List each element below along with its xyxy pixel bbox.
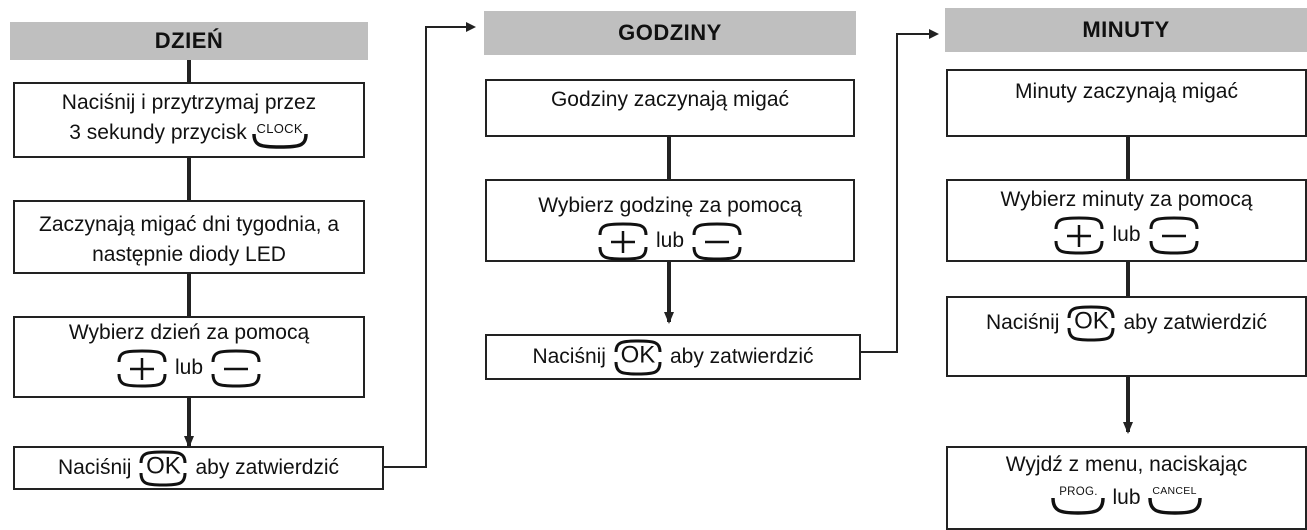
or-text: lub <box>174 356 204 380</box>
header-godziny: GODZINY <box>484 11 856 55</box>
connector-to-minuty <box>861 29 939 353</box>
prog-button-icon: PROG. <box>1050 480 1106 516</box>
confirm-row: Naciśnij OK aby zatwierdzić <box>948 304 1305 342</box>
confirm-row: Naciśnij OK aby zatwierdzić <box>15 448 382 488</box>
plus-button-icon <box>115 348 169 388</box>
step-box: Godziny zaczynają migać <box>485 79 855 137</box>
step-text: Wybierz dzień za pomocą <box>68 321 310 344</box>
step-text: Minuty zaczynają migać <box>1015 80 1238 103</box>
ok-button-icon: OK <box>1065 304 1117 342</box>
step-box: Wybierz minuty za pomocą lub <box>946 179 1307 262</box>
step-text: Naciśnij i przytrzymaj przez <box>61 91 317 114</box>
minus-button-icon <box>690 221 744 261</box>
ok-button-icon: OK <box>612 338 664 376</box>
step-box: Wyjdź z menu, naciskając PROG. lub CANCE… <box>946 446 1307 530</box>
step-text: Wyjdź z menu, naciskając <box>1005 453 1248 476</box>
step-text: aby zatwierdzić <box>1123 310 1268 334</box>
clock-button-label: CLOCK <box>256 120 303 136</box>
plus-or-minus-row: lub <box>948 215 1305 255</box>
clock-button-icon: CLOCK <box>251 119 309 149</box>
plus-button-icon <box>596 221 650 261</box>
step-text: Zaczynają migać dni tygodnia, a <box>39 213 339 236</box>
step-box: Wybierz dzień za pomocą lub <box>13 316 365 398</box>
plus-button-icon <box>1052 215 1106 255</box>
header-dzien: DZIEŃ <box>10 22 368 60</box>
ok-button-label: OK <box>146 452 181 480</box>
step-text: Wybierz minuty za pomocą <box>1000 188 1253 211</box>
step-text: 3 sekundy przycisk <box>69 121 247 145</box>
step-box: Naciśnij OK aby zatwierdzić <box>485 334 861 380</box>
step-box: Wybierz godzinę za pomocą lub <box>485 179 855 262</box>
step-box: Zaczynają migać dni tygodnia, a następni… <box>13 200 365 274</box>
cancel-button-icon: CANCEL <box>1147 480 1203 516</box>
cancel-button-label: CANCEL <box>1152 485 1197 498</box>
step-text: Godziny zaczynają migać <box>550 88 790 111</box>
header-minuty: MINUTY <box>945 8 1307 52</box>
plus-or-minus-row: lub <box>487 221 853 261</box>
connector-to-godziny <box>384 22 476 468</box>
step-box: Minuty zaczynają migać <box>946 69 1307 137</box>
confirm-row: Naciśnij OK aby zatwierdzić <box>487 336 859 378</box>
step-text-with-button: 3 sekundy przycisk CLOCK <box>15 118 363 149</box>
or-text: lub <box>655 229 685 253</box>
prog-button-label: PROG. <box>1059 486 1098 499</box>
step-box: Naciśnij i przytrzymaj przez 3 sekundy p… <box>13 82 365 158</box>
step-text: aby zatwierdzić <box>195 455 340 479</box>
step-box: Naciśnij OK aby zatwierdzić <box>946 296 1307 377</box>
step-text: następnie diody LED <box>92 243 286 267</box>
ok-button-icon: OK <box>137 449 189 487</box>
plus-or-minus-row: lub <box>15 348 363 388</box>
or-text: lub <box>1112 223 1141 247</box>
or-text: lub <box>1112 486 1141 510</box>
step-text: Naciśnij <box>532 344 606 368</box>
step-text: aby zatwierdzić <box>669 344 814 368</box>
step-text: Wybierz godzinę za pomocą <box>538 194 802 217</box>
minus-button-icon <box>1147 215 1201 255</box>
minus-button-icon <box>209 348 263 388</box>
step-box: Naciśnij OK aby zatwierdzić <box>13 446 384 490</box>
ok-button-label: OK <box>620 341 656 369</box>
prog-or-cancel-row: PROG. lub CANCEL <box>948 480 1305 516</box>
step-text: Naciśnij <box>57 455 132 479</box>
ok-button-label: OK <box>1074 307 1109 335</box>
step-text: Naciśnij <box>985 310 1060 334</box>
